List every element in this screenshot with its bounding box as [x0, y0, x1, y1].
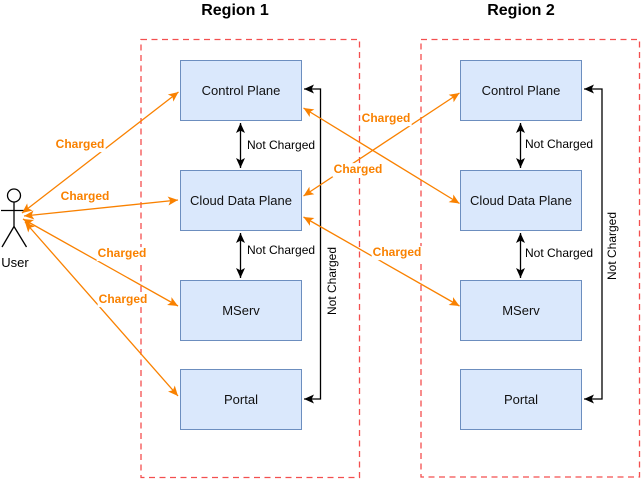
node-r1-mserv: MServ [180, 280, 302, 341]
node-label: Portal [224, 392, 258, 407]
node-r1-control-plane: Control Plane [180, 60, 302, 121]
node-r1-cloud-data-plane: Cloud Data Plane [180, 170, 302, 231]
node-label: Cloud Data Plane [190, 193, 292, 208]
node-label: Portal [504, 392, 538, 407]
node-r1-portal: Portal [180, 369, 302, 430]
node-r2-cloud-data-plane: Cloud Data Plane [460, 170, 582, 231]
node-label: Cloud Data Plane [470, 193, 572, 208]
node-label: MServ [502, 303, 540, 318]
node-r2-control-plane: Control Plane [460, 60, 582, 121]
node-label: Control Plane [481, 83, 561, 98]
node-label: Control Plane [201, 83, 281, 98]
region-1-title: Region 1 [201, 2, 269, 19]
node-r2-mserv: MServ [460, 280, 582, 341]
node-label: MServ [222, 303, 260, 318]
region-2-title: Region 2 [487, 2, 555, 19]
user-actor-label: User [1, 255, 29, 270]
node-r2-portal: Portal [460, 369, 582, 430]
